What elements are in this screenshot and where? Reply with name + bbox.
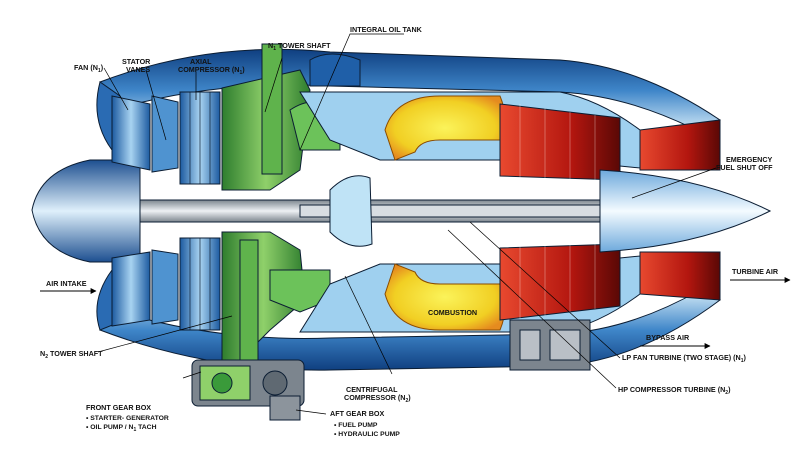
label-front-item-2: • OIL PUMP / N1 TACH (86, 424, 157, 433)
axial-compressor (179, 91, 221, 331)
green-frame-and-tower-shafts (221, 43, 341, 371)
label-centrifugal-2: COMPRESSOR (N2) (344, 393, 411, 404)
label-front-item-1: • STARTER- GENERATOR (86, 415, 169, 422)
label-aft-gear-box: AFT GEAR BOX (330, 409, 385, 418)
label-combustion: COMBUSTION (428, 308, 477, 317)
label-emergency-1: EMERGENCY (726, 155, 773, 164)
label-n1-tower-shaft: N1 TOWER SHAFT (268, 41, 331, 52)
label-fan: FAN (N1) (74, 63, 104, 74)
spinner-nose (31, 159, 141, 263)
aft-gear-box-body (269, 395, 301, 421)
label-stator-vanes-1: STATOR (122, 57, 151, 66)
label-aft-item-2: • HYDRAULIC PUMP (334, 431, 400, 438)
label-integral-oil-tank: INTEGRAL OIL TANK (350, 25, 423, 34)
integral-oil-tank (309, 53, 361, 87)
label-bypass-air: BYPASS AIR (646, 333, 690, 342)
exhaust-tail-cone (599, 169, 772, 253)
label-n2-tower-shaft: N2 TOWER SHAFT (40, 349, 103, 360)
turbine-section (499, 103, 621, 321)
label-axial-compressor-2: COMPRESSOR (N1) (178, 65, 245, 76)
label-emergency-2: FUEL SHUT OFF (716, 163, 773, 172)
label-stator-vanes-2: VANES (126, 65, 150, 74)
label-front-gear-box: FRONT GEAR BOX (86, 403, 151, 412)
label-lp-fan-turbine: LP FAN TURBINE (TWO STAGE) (N1) (622, 353, 747, 364)
label-axial-compressor-1: AXIAL (190, 57, 212, 66)
label-air-intake: AIR INTAKE (46, 279, 87, 288)
annotation-labels: FAN (N1) STATOR VANES AXIAL COMPRESSOR (… (40, 25, 779, 438)
centrifugal-compressor (329, 175, 373, 247)
fuel-control-unit (509, 319, 591, 371)
label-aft-item-1: • FUEL PUMP (334, 422, 378, 429)
n2-tower-shaft-body (239, 239, 259, 371)
label-centrifugal-1: CENTRIFUGAL (346, 385, 398, 394)
exhaust-duct-top (639, 119, 721, 171)
label-turbine-air: TURBINE AIR (732, 267, 779, 276)
front-gear-box-body (191, 359, 305, 407)
exhaust-duct-bottom (639, 251, 721, 301)
label-hp-compressor-turbine: HP COMPRESSOR TURBINE (N2) (618, 385, 731, 396)
n1-tower-shaft-body (261, 43, 283, 175)
leader-lines (97, 33, 717, 415)
fan-blades (111, 95, 151, 327)
